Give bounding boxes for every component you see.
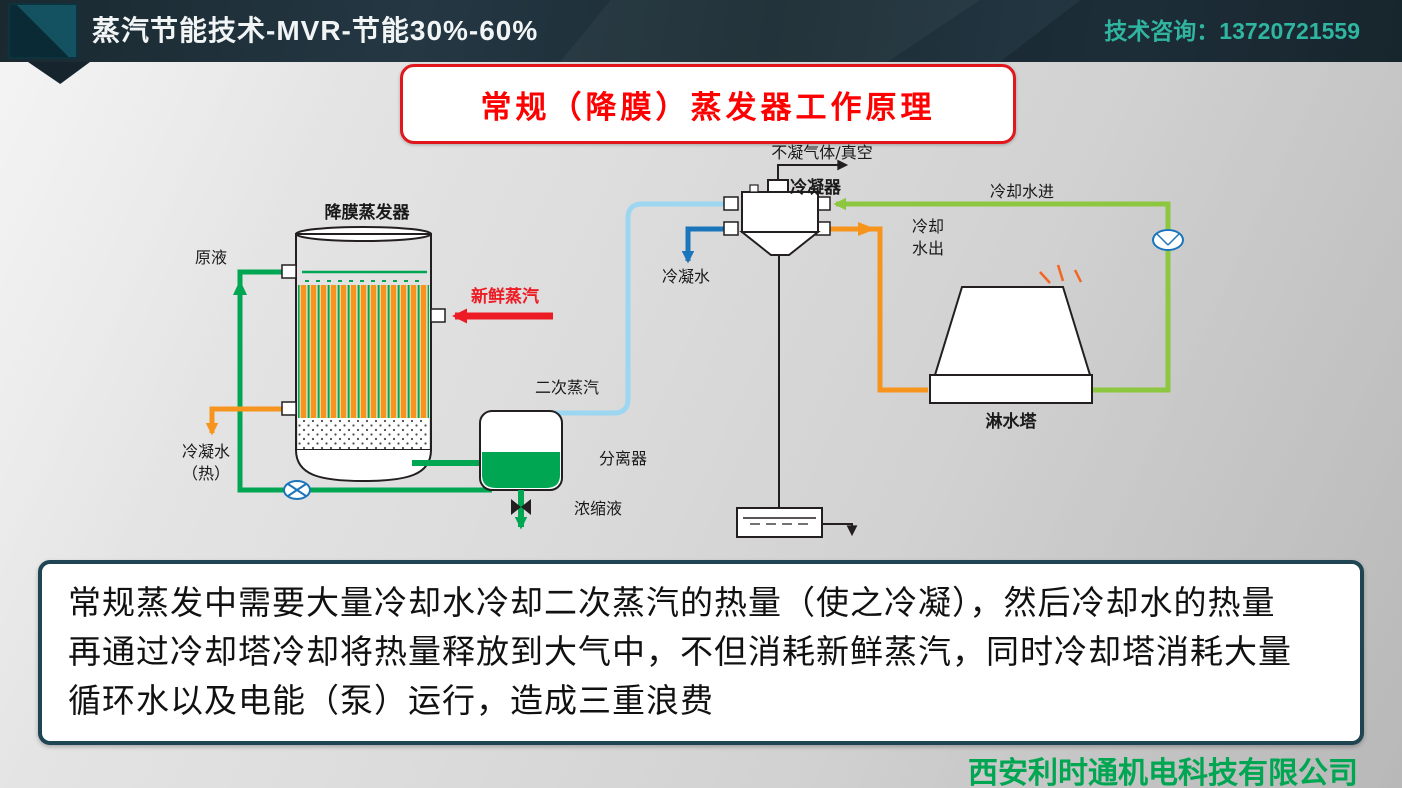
cooling-water-out-line <box>830 222 928 393</box>
sprinkler-icon <box>1152 229 1184 251</box>
heating-tubes <box>298 285 429 418</box>
condensate-line <box>681 226 728 264</box>
water-basin <box>736 507 858 538</box>
description-line-2: 再通过冷却塔冷却将热量释放到大气中，不但消耗新鲜蒸汽，同时冷却塔消耗大量 <box>68 632 1292 671</box>
separator-vessel <box>479 410 563 491</box>
header-tail-shape <box>28 62 90 84</box>
evaporator-vessel <box>281 226 446 483</box>
label-fresh-steam: 新鲜蒸汽 <box>471 286 539 307</box>
valve-icon <box>511 499 521 515</box>
top-header-bar: 蒸汽节能技术-MVR-节能30%-60% 技术咨询：13720721559 <box>0 0 1402 62</box>
slide-header-title: 蒸汽节能技术-MVR-节能30%-60% <box>92 15 539 46</box>
evaporator-bottom-dish <box>295 449 432 483</box>
label-separator: 分离器 <box>599 449 647 468</box>
contact-phone: 技术咨询：13720721559 <box>1104 18 1360 44</box>
description-box: 常规蒸发中需要大量冷却水冷却二次蒸汽的热量（使之冷凝），然后冷却水的热量 再通过… <box>38 560 1364 745</box>
header-facet <box>560 0 980 62</box>
cooling-tower <box>929 264 1093 404</box>
label-secondary-steam: 二次蒸汽 <box>535 378 599 397</box>
tube-sheet-dots <box>298 418 429 450</box>
tower-body <box>933 286 1092 376</box>
label-hot-condensate-2: （热） <box>182 464 230 483</box>
corner-logo-shape <box>8 3 78 59</box>
label-condensate-water: 冷凝水 <box>662 267 710 286</box>
condenser-port <box>723 221 739 236</box>
description-line-1: 常规蒸发中需要大量冷却水冷却二次蒸汽的热量（使之冷凝），然后冷却水的热量 <box>68 583 1276 622</box>
label-cooling-tower: 淋水塔 <box>986 411 1038 432</box>
process-flow-diagram: 降膜蒸发器 原液 新鲜蒸汽 冷凝水 （热） 二次蒸汽 分离器 浓缩液 冷凝器 不… <box>182 143 1184 538</box>
tower-basin <box>929 374 1093 404</box>
label-noncondensable: 不凝气体/真空 <box>771 143 872 162</box>
cooling-water-in-line <box>833 197 1171 393</box>
feed-nozzle <box>281 264 297 279</box>
label-concentrate: 浓缩液 <box>574 499 622 518</box>
vent-arrow <box>777 159 849 180</box>
condenser-funnel <box>739 231 821 256</box>
vent-flange <box>767 179 789 193</box>
basin-overflow-arrow <box>822 523 858 537</box>
tower-spray-marks <box>1039 264 1083 284</box>
condensate-nozzle <box>281 401 297 416</box>
label-cooling-water-out-1: 冷却 <box>912 217 944 236</box>
top-nozzle <box>749 184 759 193</box>
circulation-pump-icon <box>283 480 311 500</box>
steam-nozzle <box>430 308 446 323</box>
valve-icon <box>521 499 531 515</box>
label-cooling-water-out-2: 水出 <box>912 239 944 258</box>
label-evaporator: 降膜蒸发器 <box>325 202 411 223</box>
raw-liquid-line <box>233 265 492 493</box>
label-cooling-water-in: 冷却水进 <box>990 182 1054 201</box>
diagram-title: 常规（降膜）蒸发器工作原理 <box>480 89 936 126</box>
company-name: 西安利时通机电科技有限公司 <box>964 748 1362 788</box>
condenser-port <box>723 196 739 211</box>
secondary-steam-line <box>552 201 726 416</box>
label-hot-condensate-1: 冷凝水 <box>182 442 230 461</box>
diagram-title-box: 常规（降膜）蒸发器工作原理 <box>400 64 1016 144</box>
condenser-vessel <box>723 159 849 508</box>
label-condenser: 冷凝器 <box>790 177 842 198</box>
description-line-3: 循环水以及电能（泵）运行，造成三重浪费 <box>68 681 714 720</box>
separator-liquid <box>482 452 560 488</box>
hot-condensate-line <box>205 406 288 436</box>
concentrate-line <box>511 490 531 530</box>
label-raw-liquid: 原液 <box>195 248 227 267</box>
